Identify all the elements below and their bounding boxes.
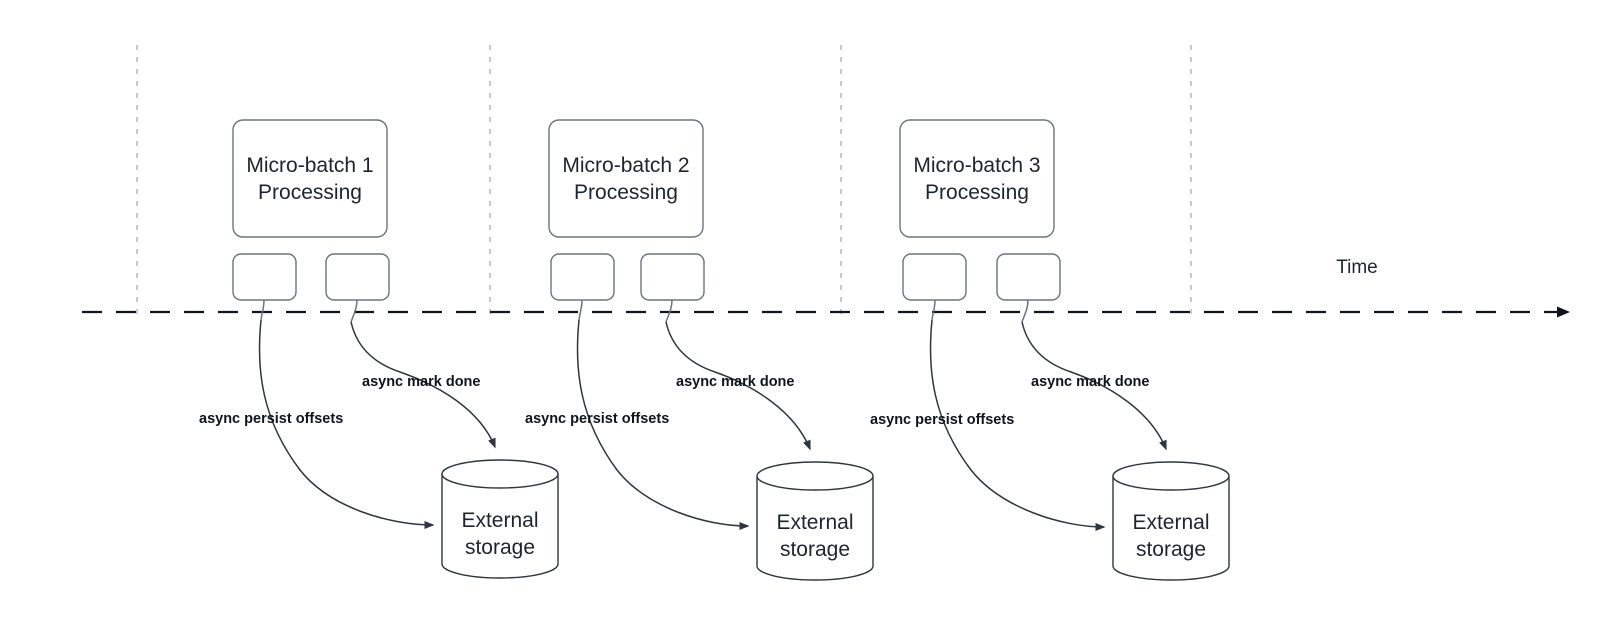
micro-batch-3-group: Micro-batch 3 Processing async persist o… [870,119,1230,581]
external-storage-1-label-line1: External [461,509,538,532]
async-persist-offsets-1-label: async persist offsets [199,411,343,427]
external-storage-3-label-line1: External [1132,511,1209,534]
external-storage-2-label-line1: External [776,511,853,534]
external-storage-2[interactable]: External storage [756,461,874,581]
mb3-task-b-box[interactable] [996,253,1061,301]
async-mark-done-1-label: async mark done [362,374,480,390]
mb1-task-b-stub [350,299,358,323]
micro-batch-3-box[interactable] [899,119,1055,238]
async-persist-offsets-3-arrow [929,319,1106,531]
async-mark-done-1-arrow [350,321,496,449]
external-storage-3-label-line2: storage [1136,538,1206,561]
mb1-task-b-box[interactable] [325,253,390,301]
micro-batch-1-label-line2: Processing [258,181,362,204]
mb1-task-a-stub [260,299,265,321]
async-persist-offsets-2-label: async persist offsets [525,411,669,427]
external-storage-1-label-line2: storage [465,536,535,559]
mb2-task-a-box[interactable] [550,253,615,301]
mb2-task-b-box[interactable] [640,253,705,301]
mb3-task-a-stub [931,299,936,321]
time-axis-label: Time [1336,257,1378,278]
async-persist-offsets-1-arrow [258,319,435,529]
mb2-task-a-stub [578,299,583,321]
mb3-task-b-stub [1021,299,1029,323]
external-storage-1-body [441,474,559,579]
external-storage-2-body [756,476,874,581]
async-mark-done-3-label: async mark done [1031,374,1149,390]
external-storage-1[interactable]: External storage [441,459,559,579]
external-storage-1-top [441,459,559,489]
async-persist-offsets-2-arrow [576,319,750,530]
micro-batch-2-box[interactable] [548,119,704,238]
mb3-task-a-box[interactable] [902,253,967,301]
micro-batch-3-label-line2: Processing [925,181,1029,204]
micro-batch-2-group: Micro-batch 2 Processing async persist o… [525,119,874,581]
external-storage-3-top [1112,461,1230,491]
micro-batch-2-label-line2: Processing [574,181,678,204]
timeline-tick-group [136,45,1192,318]
micro-batch-3-label-line1: Micro-batch 3 [913,154,1040,177]
external-storage-3[interactable]: External storage [1112,461,1230,581]
async-mark-done-2-label: async mark done [676,374,794,390]
external-storage-3-body [1112,476,1230,581]
micro-batch-1-box[interactable] [232,119,388,238]
async-persist-offsets-3-label: async persist offsets [870,412,1014,428]
async-mark-done-3-arrow [1021,321,1167,451]
external-storage-2-label-line2: storage [780,538,850,561]
mb2-task-b-stub [665,299,673,323]
micro-batch-1-label-line1: Micro-batch 1 [246,154,373,177]
async-mark-done-2-arrow [665,321,811,451]
mb1-task-a-box[interactable] [232,253,297,301]
micro-batch-2-label-line1: Micro-batch 2 [562,154,689,177]
micro-batch-1-group: Micro-batch 1 Processing async persist o… [199,119,559,579]
external-storage-2-top [756,461,874,491]
